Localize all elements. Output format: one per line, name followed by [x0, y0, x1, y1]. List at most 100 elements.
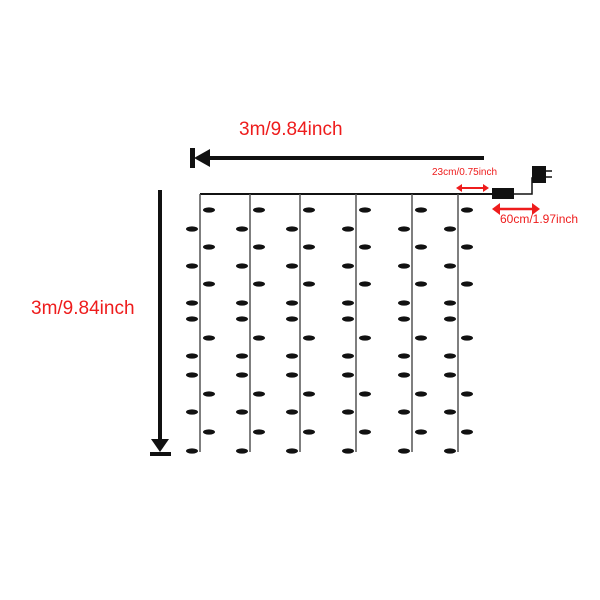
led-bulb: [444, 226, 456, 232]
lead-length-arrow: [492, 203, 540, 215]
led-bulb: [253, 391, 265, 397]
led-bulb: [203, 207, 215, 213]
led-bulb: [342, 300, 354, 306]
led-bulb: [342, 353, 354, 359]
led-bulb: [186, 316, 198, 322]
led-bulb: [461, 429, 473, 435]
led-bulb: [461, 244, 473, 250]
led-bulb: [236, 226, 248, 232]
led-bulb: [359, 335, 371, 341]
led-bulb: [444, 372, 456, 378]
led-bulb: [286, 300, 298, 306]
led-bulb: [303, 335, 315, 341]
height-arrow: [150, 190, 171, 456]
led-bulb: [253, 281, 265, 287]
led-bulb: [444, 300, 456, 306]
led-bulb: [203, 244, 215, 250]
led-bulb: [203, 335, 215, 341]
light-strand: [444, 194, 473, 454]
led-bulb: [186, 226, 198, 232]
light-strand: [286, 194, 315, 454]
led-bulb: [286, 353, 298, 359]
led-bulb: [359, 429, 371, 435]
led-bulb: [415, 335, 427, 341]
light-strands: [186, 194, 473, 454]
led-bulb: [461, 207, 473, 213]
led-bulb: [415, 429, 427, 435]
led-bulb: [303, 429, 315, 435]
led-bulb: [286, 226, 298, 232]
led-bulb: [236, 409, 248, 415]
led-bulb: [342, 226, 354, 232]
power-adapter-icon: [532, 166, 552, 183]
led-bulb: [342, 263, 354, 269]
led-bulb: [342, 316, 354, 322]
led-bulb: [303, 244, 315, 250]
led-bulb: [444, 409, 456, 415]
led-bulb: [398, 300, 410, 306]
spacing-arrow: [456, 184, 489, 192]
led-bulb: [359, 391, 371, 397]
led-bulb: [286, 448, 298, 454]
light-strand: [186, 194, 215, 454]
led-bulb: [398, 353, 410, 359]
light-strand: [398, 194, 427, 454]
led-bulb: [444, 353, 456, 359]
led-bulb: [398, 226, 410, 232]
led-bulb: [398, 316, 410, 322]
led-bulb: [236, 300, 248, 306]
led-bulb: [444, 263, 456, 269]
led-bulb: [461, 335, 473, 341]
bulb-spacing-label: 23cm/0.75inch: [432, 167, 498, 178]
led-bulb: [342, 409, 354, 415]
led-bulb: [398, 263, 410, 269]
led-bulb: [186, 448, 198, 454]
led-bulb: [236, 263, 248, 269]
led-bulb: [444, 316, 456, 322]
led-bulb: [461, 391, 473, 397]
led-bulb: [461, 281, 473, 287]
led-bulb: [415, 391, 427, 397]
led-bulb: [286, 409, 298, 415]
led-bulb: [359, 281, 371, 287]
led-bulb: [253, 335, 265, 341]
led-bulb: [186, 300, 198, 306]
led-bulb: [359, 207, 371, 213]
light-strand: [342, 194, 371, 454]
led-bulb: [398, 448, 410, 454]
led-bulb: [342, 448, 354, 454]
led-bulb: [415, 244, 427, 250]
led-bulb: [253, 244, 265, 250]
width-label: 3m/9.84inch: [239, 119, 343, 140]
led-bulb: [303, 391, 315, 397]
controller-box: [492, 188, 514, 199]
led-bulb: [186, 353, 198, 359]
led-bulb: [236, 448, 248, 454]
height-label: 3m/9.84inch: [31, 298, 135, 319]
led-bulb: [286, 316, 298, 322]
led-bulb: [253, 429, 265, 435]
led-bulb: [186, 409, 198, 415]
led-bulb: [203, 281, 215, 287]
light-strand: [236, 194, 265, 454]
led-bulb: [303, 207, 315, 213]
led-bulb: [444, 448, 456, 454]
width-arrow: [190, 148, 484, 168]
led-bulb: [236, 353, 248, 359]
led-bulb: [203, 391, 215, 397]
led-bulb: [236, 316, 248, 322]
led-bulb: [186, 263, 198, 269]
led-bulb: [303, 281, 315, 287]
led-bulb: [286, 372, 298, 378]
led-bulb: [286, 263, 298, 269]
led-bulb: [342, 372, 354, 378]
led-bulb: [415, 281, 427, 287]
lead-wire-label: 60cm/1.97inch: [500, 212, 579, 226]
led-bulb: [253, 207, 265, 213]
led-bulb: [398, 372, 410, 378]
led-bulb: [398, 409, 410, 415]
led-bulb: [415, 207, 427, 213]
led-bulb: [203, 429, 215, 435]
led-bulb: [186, 372, 198, 378]
